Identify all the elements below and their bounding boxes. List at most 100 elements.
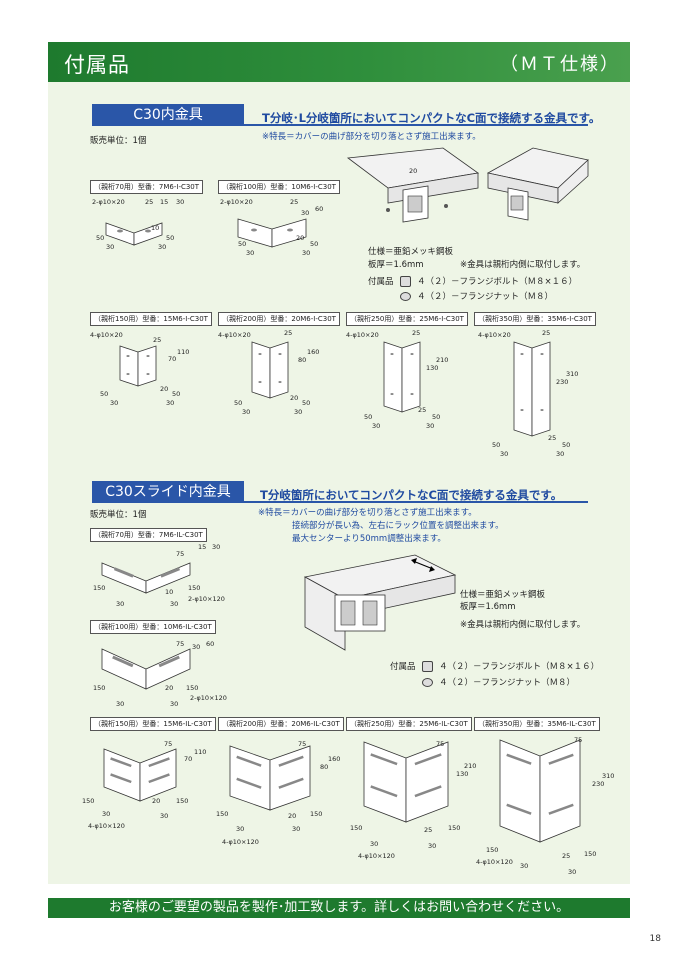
bracket-35m6-il xyxy=(499,739,581,843)
section2-acc-nut: ４（２）－フランジナット（Ｍ８） xyxy=(422,676,575,688)
dim: 30 xyxy=(176,198,185,206)
dim: 50 xyxy=(96,234,105,242)
dim: 10 xyxy=(151,224,160,232)
acc-nut-text: ４（２）－フランジナット（Ｍ８） xyxy=(439,678,576,688)
dim: 30 xyxy=(166,399,175,407)
flange-nut-icon xyxy=(400,292,411,301)
label-25m6-i: （親桁250用）型番：25M6-I-C30T xyxy=(346,312,468,326)
dim: 2-φ10×120 xyxy=(188,595,225,603)
dim: 25 xyxy=(284,329,293,337)
dim: 15 xyxy=(198,543,207,551)
dim: 20 xyxy=(288,812,297,820)
page-spec: （ＭＴ仕様） xyxy=(500,54,620,75)
bracket-10m6-il xyxy=(101,648,191,690)
dim: 25 xyxy=(290,198,299,206)
page-number: 18 xyxy=(649,934,661,944)
dim: 150 xyxy=(93,684,106,692)
dim: 150 xyxy=(584,850,597,858)
dim: 60 xyxy=(206,640,215,648)
dim: 150 xyxy=(188,584,201,592)
dim: 75 xyxy=(176,640,185,648)
dim: 70 xyxy=(168,355,177,363)
dim: 25 xyxy=(424,826,433,834)
dim: 230 xyxy=(556,378,569,386)
dim: 150 xyxy=(448,824,461,832)
dim: 30 xyxy=(170,600,179,608)
dim: 50 xyxy=(166,234,175,242)
label-10m6-i: （親桁100用）型番：10M6-I-C30T xyxy=(218,180,340,194)
section2-acc-bolt: ４（２）－フランジボルト（Ｍ８×１６） xyxy=(422,660,599,672)
dim: 30 xyxy=(160,812,169,820)
dim: 210 xyxy=(436,356,449,364)
section1-rule xyxy=(244,124,588,126)
bracket-15m6-il xyxy=(103,748,177,802)
dim: 30 xyxy=(116,700,125,708)
dim: 4-φ10×120 xyxy=(88,822,125,830)
dim: 25 xyxy=(145,198,154,206)
section2-note2: 接続部分が長い為、左右にラック位置を調整出来ます。 xyxy=(292,521,504,531)
dim: 150 xyxy=(186,684,199,692)
dim: 30 xyxy=(500,450,509,458)
dim: 30 xyxy=(246,249,255,257)
dim: 30 xyxy=(302,249,311,257)
section1-title: C30内金具 xyxy=(92,104,244,126)
dim: 130 xyxy=(456,770,469,778)
dim: 50 xyxy=(234,399,243,407)
section2-spec-thickness: 板厚＝1.6mm xyxy=(460,602,516,612)
dim: 25 xyxy=(412,329,421,337)
acc-bolt-text: ４（２）－フランジボルト（Ｍ８×１６） xyxy=(417,277,578,287)
dim: 150 xyxy=(82,797,95,805)
dim: 30 xyxy=(158,243,167,251)
acc-bolt-text: ４（２）－フランジボルト（Ｍ８×１６） xyxy=(439,662,600,672)
dim: 50 xyxy=(238,240,247,248)
label-7m6-i: （親桁70用）型番：7M6-I-C30T xyxy=(90,180,204,194)
dim: 230 xyxy=(592,780,605,788)
dim: 4-φ10×120 xyxy=(358,852,395,860)
dim: 30 xyxy=(370,840,379,848)
dim: 20 xyxy=(152,797,161,805)
dim: 2-φ10×20 xyxy=(92,198,125,206)
dim: 30 xyxy=(556,450,565,458)
dim: 30 xyxy=(110,399,119,407)
label-20m6-i: （親桁200用）型番：20M6-I-C30T xyxy=(218,312,340,326)
dim: 50 xyxy=(302,399,311,407)
section1-spec-material: 仕様＝亜鉛メッキ鋼板 xyxy=(368,247,454,257)
dim: 160 xyxy=(307,348,320,356)
dim: 4-φ10×20 xyxy=(90,331,123,339)
dim: 30 xyxy=(294,408,303,416)
dim: 30 xyxy=(301,209,310,217)
dim: 30 xyxy=(116,600,125,608)
dim: 4-φ10×20 xyxy=(346,331,379,339)
bracket-20m6-i xyxy=(251,341,289,399)
footer-banner: お客様のご要望の製品を製作･加工致します。詳しくはお問い合わせください。 xyxy=(48,898,630,918)
bracket-7m6-i xyxy=(105,222,163,246)
section1-unit: 販売単位：1個 xyxy=(90,136,147,146)
section1-acc-bolt: ４（２）－フランジボルト（Ｍ８×１６） xyxy=(400,275,577,287)
dim: 10 xyxy=(165,588,174,596)
section1-spec-thickness: 板厚＝1.6mm xyxy=(368,260,424,270)
dim: 75 xyxy=(436,740,445,748)
install-view-l xyxy=(486,147,589,221)
bracket-7m6-il xyxy=(101,562,191,594)
bracket-25m6-i xyxy=(383,341,421,413)
label-20m6-il: （親桁200用）型番：20M6-IL-C30T xyxy=(218,717,344,731)
flange-bolt-icon xyxy=(422,661,433,672)
dim: 30 xyxy=(212,543,221,551)
dim: 25 xyxy=(548,434,557,442)
section2-note1: ※特長＝カバーの曲げ部分を切り落とさず施工出来ます。 xyxy=(258,508,477,518)
section1-spec-note: ※金具は親桁内側に取付します。 xyxy=(460,260,586,270)
dim: 150 xyxy=(486,846,499,854)
dim: 130 xyxy=(426,364,439,372)
dim: 30 xyxy=(102,810,111,818)
dim: 20 xyxy=(160,385,169,393)
bracket-10m6-i xyxy=(237,218,307,248)
dim: 2-φ10×120 xyxy=(190,694,227,702)
dim: 30 xyxy=(428,842,437,850)
dim: 50 xyxy=(172,390,181,398)
section2-rule xyxy=(244,501,588,503)
section2-heading: T分岐箇所においてコンパクトなC面で接続する金具です。 xyxy=(260,488,563,502)
dim: 80 xyxy=(320,763,329,771)
dim: 4-φ10×20 xyxy=(218,331,251,339)
flange-bolt-icon xyxy=(400,276,411,287)
dim: 75 xyxy=(298,740,307,748)
